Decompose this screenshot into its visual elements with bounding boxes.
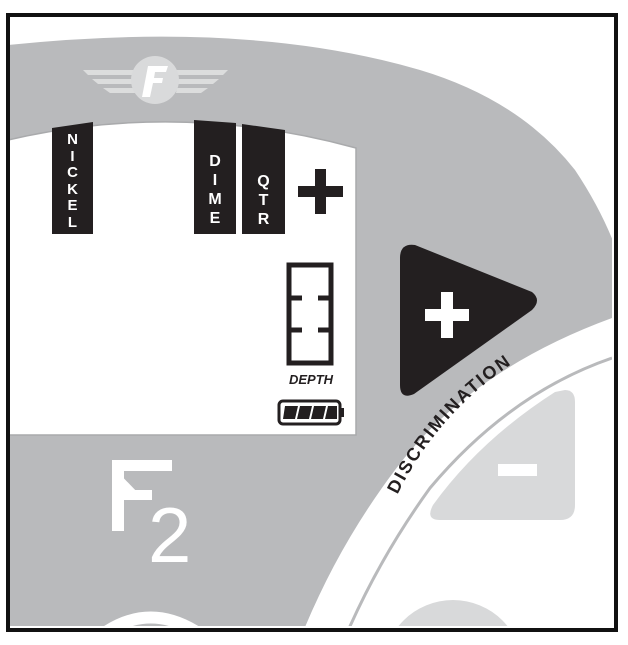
depth-label: DEPTH <box>288 372 334 387</box>
depth-gauge-icon <box>286 262 334 366</box>
discrimination-minus-button[interactable] <box>430 390 575 520</box>
plus-indicator-icon <box>298 169 343 214</box>
nickel-label: N I C K E L <box>67 131 78 231</box>
svg-text:2: 2 <box>148 491 191 579</box>
bottom-right-button[interactable] <box>383 600 523 640</box>
battery-icon <box>277 399 344 426</box>
qtr-label: Q T R <box>257 173 270 228</box>
nickel-segment <box>52 122 93 234</box>
minus-icon <box>498 464 537 476</box>
dime-label: D I M E <box>208 153 222 227</box>
plus-icon <box>425 292 469 338</box>
brand-wings-logo <box>83 56 228 104</box>
knob-outline <box>104 611 199 626</box>
qtr-segment <box>242 124 285 234</box>
f2-model-logo: 2 <box>112 460 191 579</box>
dime-segment <box>194 120 236 234</box>
